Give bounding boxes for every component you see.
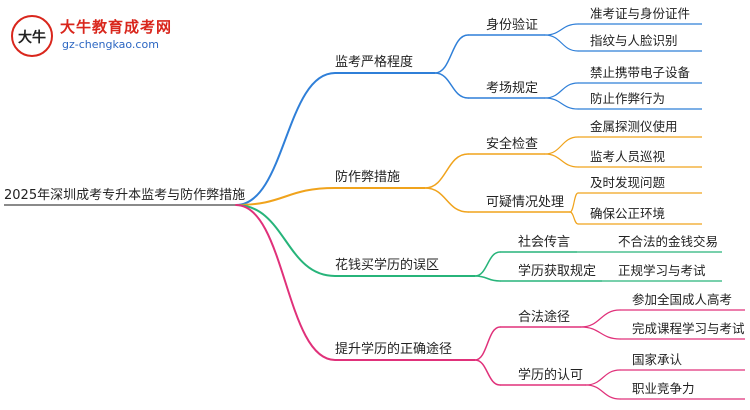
leaf-topic: 国家承认	[632, 352, 683, 367]
leaf-topic: 正规学习与考试	[618, 263, 706, 278]
logo-mark-icon: 大牛	[11, 15, 53, 57]
sub-connector	[424, 153, 469, 189]
leaf-topic: 完成课程学习与考试	[632, 321, 745, 336]
sub-connector	[434, 34, 469, 74]
leaf-connector	[585, 369, 621, 386]
leaf-topic: 职业竞争力	[632, 381, 695, 396]
leaf-topic: 金属探测仪使用	[590, 119, 678, 134]
branch-topic: 监考严格程度	[335, 54, 413, 70]
leaf-connector	[544, 34, 579, 52]
subtopic: 学历获取规定	[518, 263, 596, 279]
leaf-connector	[544, 97, 579, 110]
root-topic: 2025年深圳成考专升本监考与防作弊措施	[4, 187, 245, 203]
leaf-topic: 准考证与身份证件	[590, 6, 690, 21]
subtopic: 社会传言	[518, 234, 570, 250]
svg-text:大牛: 大牛	[18, 29, 46, 46]
site-logo[interactable]: 大牛 大牛教育成考网 gz-chengkao.com	[10, 14, 240, 58]
leaf-connector	[544, 82, 579, 99]
leaf-topic: 及时发现问题	[590, 175, 666, 190]
branch-connector	[235, 204, 336, 361]
branch-topic: 花钱买学历的误区	[335, 257, 439, 273]
leaf-topic: 禁止携带电子设备	[590, 65, 691, 80]
sub-connector	[434, 72, 469, 99]
sub-connector	[474, 359, 501, 386]
branch-connector	[235, 187, 336, 206]
leaf-topic: 不合法的金钱交易	[618, 234, 718, 249]
subtopic: 身份验证	[486, 17, 538, 33]
sub-connector	[474, 251, 501, 277]
branch-topic: 防作弊措施	[335, 169, 400, 185]
subtopic: 合法途径	[518, 309, 570, 325]
subtopic: 安全检查	[486, 136, 538, 152]
branch-connector	[235, 204, 336, 277]
branch-connector	[235, 72, 336, 206]
leaf-topic: 防止作弊行为	[590, 91, 665, 106]
leaf-connector	[544, 23, 579, 36]
subtopic: 考场规定	[486, 81, 538, 96]
leaf-connector	[580, 326, 621, 340]
leaf-connector	[544, 136, 579, 155]
logo-title: 大牛教育成考网	[60, 18, 173, 36]
sub-connector	[474, 275, 501, 282]
leaf-topic: 确保公正环境	[590, 206, 665, 221]
leaf-connector	[569, 192, 579, 213]
logo-url[interactable]: gz-chengkao.com	[62, 38, 159, 51]
leaf-topic: 指纹与人脸识别	[590, 33, 678, 48]
leaf-connector	[580, 309, 621, 328]
subtopic: 可疑情况处理	[486, 194, 564, 210]
leaf-topic: 监考人员巡视	[590, 149, 666, 164]
leaf-connector	[569, 211, 579, 225]
leaf-connector	[585, 384, 621, 400]
subtopic: 学历的认可	[518, 367, 583, 383]
leaf-topic: 参加全国成人高考	[632, 292, 732, 307]
leaf-connector	[544, 153, 579, 168]
sub-connector	[424, 187, 469, 213]
branch-topic: 提升学历的正确途径	[335, 341, 452, 357]
sub-connector	[474, 326, 501, 361]
